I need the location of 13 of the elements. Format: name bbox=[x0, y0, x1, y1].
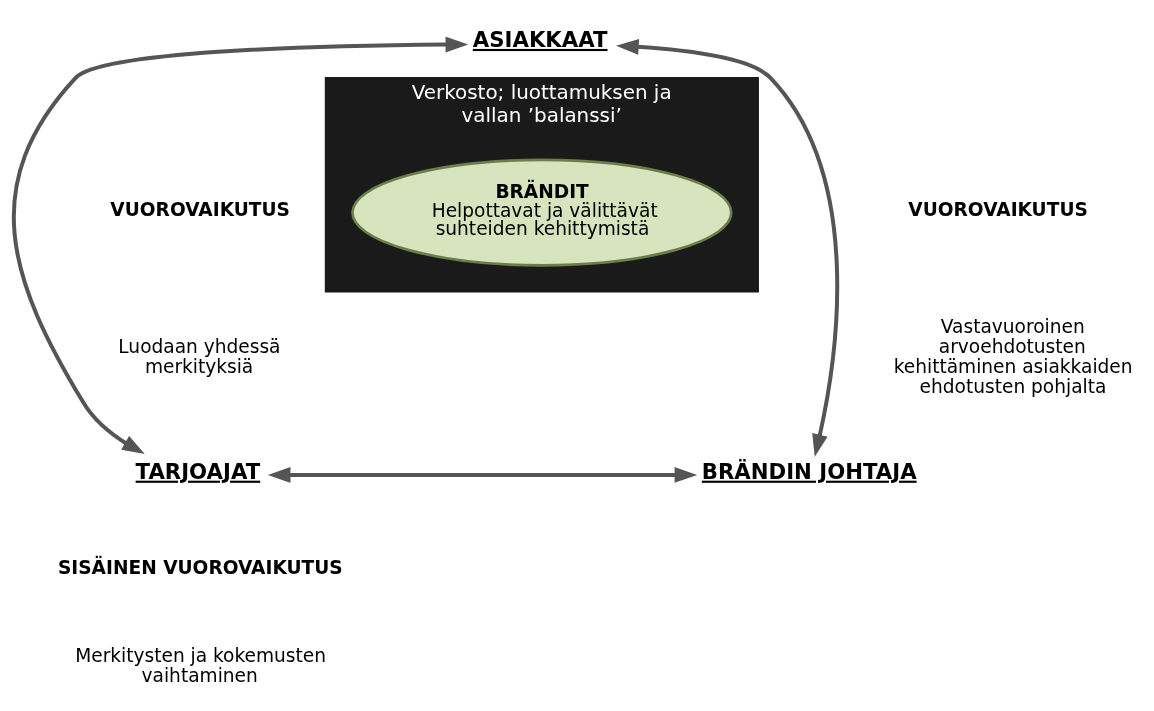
arrow bbox=[267, 466, 698, 483]
label: Merkitysten ja kokemusten vaihtaminen bbox=[75, 644, 327, 686]
label: Luodaan yhdessä merkityksiä bbox=[118, 335, 281, 377]
node-ellipse: BRÄNDIT Helpottavat ja välittävät suhteiden kehittymistä bbox=[351, 158, 733, 267]
node-text: ASIAKKAAT bbox=[472, 26, 608, 52]
arrow bbox=[12, 36, 469, 454]
node-text: BRÄNDIN JOHTAJA bbox=[701, 458, 917, 484]
label: Vastavuoroinen arvoehdotusten kehittäminen asiakkaiden ehdotusten pohjalta bbox=[893, 315, 1133, 397]
label: VUOROVAIKUTUS bbox=[110, 198, 290, 220]
label: VUOROVAIKUTUS bbox=[908, 198, 1088, 220]
node-text: TARJOAJAT bbox=[135, 458, 261, 484]
label: SISÄINEN VUOROVAIKUTUS bbox=[57, 556, 343, 578]
arrow bbox=[616, 38, 840, 457]
